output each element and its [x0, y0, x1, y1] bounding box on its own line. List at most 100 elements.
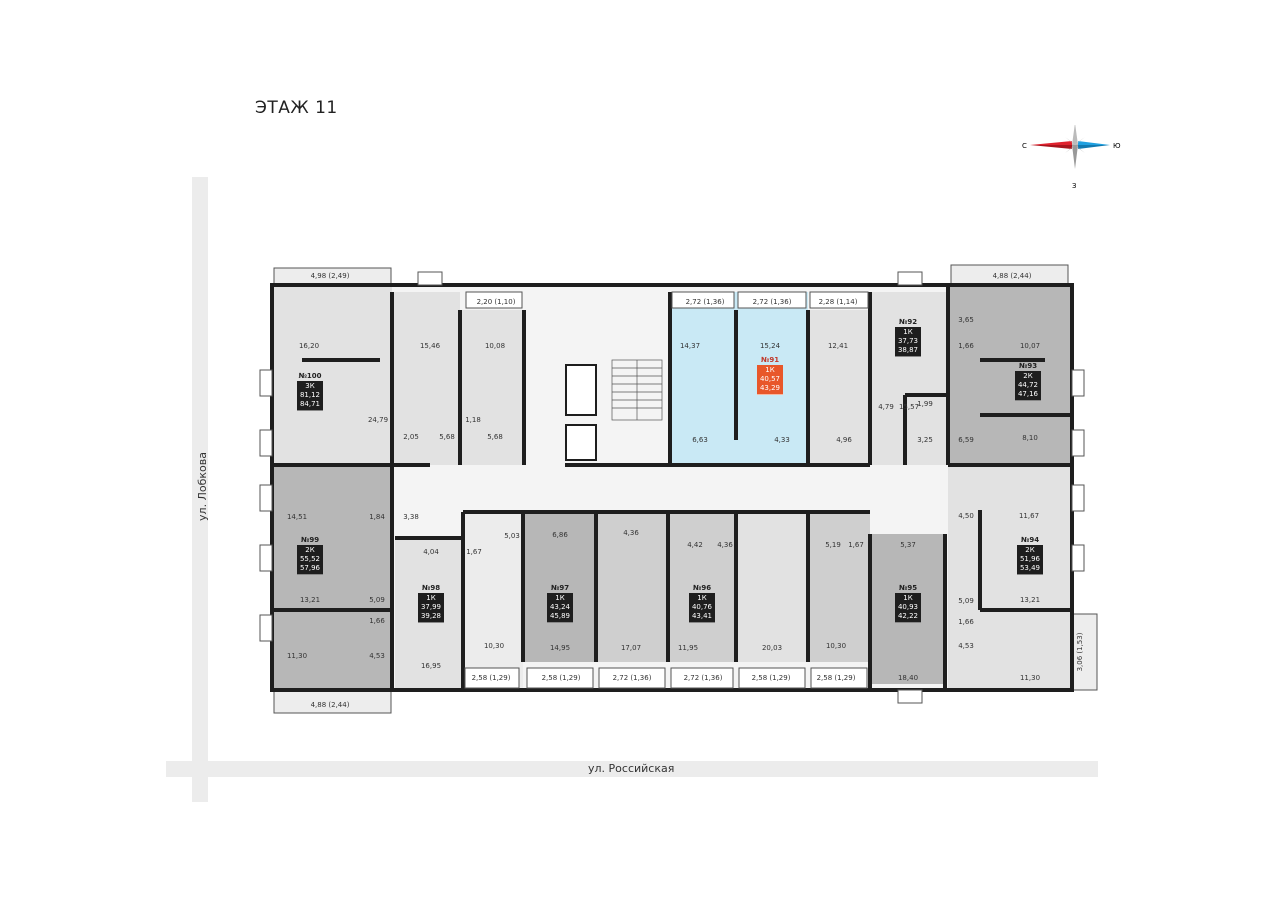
room-area-label: 14,95: [549, 644, 571, 652]
room-area-label: 5,19: [825, 541, 841, 549]
room-area-label: 4,88 (2,44): [310, 701, 350, 709]
compass-north-arrow: [1030, 141, 1072, 145]
room-area-label: 1,99: [917, 400, 933, 408]
street-left: [192, 177, 208, 802]
room-area-label: 4,42: [687, 541, 703, 549]
elevator-shaft-2: [565, 424, 597, 461]
room-area-label: 2,72 (1,36): [612, 674, 652, 682]
room-area-label: 15,24: [759, 342, 781, 350]
room-area-label: 1,67: [848, 541, 864, 549]
street-bottom: [166, 761, 1098, 777]
room-area-label: 12,41: [827, 342, 849, 350]
compass-rose: В С Ю З: [1022, 125, 1121, 190]
loggias-top: [465, 291, 869, 309]
room-area-label: 8,10: [1022, 434, 1038, 442]
room-area-label: 2,58 (1,29): [541, 674, 581, 682]
room-area-label: 2,58 (1,29): [751, 674, 791, 682]
room-area-label: 6,86: [552, 531, 568, 539]
room-area-label: 13,21: [1019, 596, 1041, 604]
apartment-94[interactable]: [948, 465, 1070, 688]
room-area-label: 1,84: [369, 513, 385, 521]
room-area-label: 3,65: [958, 316, 974, 324]
room-area-label: 4,96: [836, 436, 852, 444]
room-area-label: 4,36: [623, 529, 639, 537]
room-area-label: 3,25: [917, 436, 933, 444]
apartment-95[interactable]: [808, 512, 945, 684]
compass-west-label: З: [1072, 182, 1077, 190]
apartment-92[interactable]: [808, 292, 948, 465]
room-area-label: 4,88 (2,44): [992, 272, 1032, 280]
room-area-label: 2,72 (1,36): [683, 674, 723, 682]
room-area-label: 2,28 (1,14): [818, 298, 858, 306]
room-area-label: 15,57: [898, 403, 920, 411]
room-area-label: 10,07: [1019, 342, 1041, 350]
room-area-label: 3,38: [403, 513, 419, 521]
loggias-bottom: [464, 667, 868, 689]
compass-north-label: С: [1022, 142, 1027, 150]
stairs: [611, 359, 663, 421]
apartment-97[interactable]: [523, 512, 668, 662]
room-area-label: 2,20 (1,10): [476, 298, 516, 306]
room-area-label: 1,66: [369, 617, 385, 625]
room-area-label: 6,59: [958, 436, 974, 444]
compass-south-arrow: [1078, 141, 1110, 145]
compass-south-label: Ю: [1113, 142, 1121, 150]
room-area-label: 10,30: [483, 642, 505, 650]
room-area-label: 4,53: [958, 642, 974, 650]
room-area-label: 10,08: [484, 342, 506, 350]
room-area-label: 1,66: [958, 342, 974, 350]
apartment-99[interactable]: [272, 465, 392, 688]
room-area-label: 1,67: [466, 548, 482, 556]
room-area-label: 13,21: [299, 596, 321, 604]
room-area-label: 2,72 (1,36): [685, 298, 725, 306]
room-area-label: 2,58 (1,29): [471, 674, 511, 682]
room-area-label: 4,04: [423, 548, 439, 556]
room-area-label: 18,40: [897, 674, 919, 682]
apartment-96[interactable]: [668, 512, 808, 662]
room-area-label: 11,67: [1018, 512, 1040, 520]
room-area-label: 2,05: [403, 433, 419, 441]
room-area-label: 15,46: [419, 342, 441, 350]
room-area-label: 11,95: [677, 644, 699, 652]
room-area-label: 4,53: [369, 652, 385, 660]
apartment-100[interactable]: [272, 285, 524, 465]
room-area-label: 5,68: [439, 433, 455, 441]
room-area-label: 16,95: [420, 662, 442, 670]
apartment-91[interactable]: [670, 292, 808, 464]
room-area-label: 11,30: [286, 652, 308, 660]
windows: [259, 271, 1085, 704]
street-bottom-label: ул. Российская: [588, 762, 675, 775]
room-area-label: 10,30: [825, 642, 847, 650]
room-area-label: 4,98 (2,49): [310, 272, 350, 280]
room-area-label: 1,18: [465, 416, 481, 424]
room-area-label: 1,66: [958, 618, 974, 626]
room-area-label: 5,09: [369, 596, 385, 604]
apartment-98[interactable]: [395, 512, 523, 688]
floor-title: ЭТАЖ 11: [255, 98, 338, 118]
room-area-label: 14,37: [679, 342, 701, 350]
room-area-label: 16,20: [298, 342, 320, 350]
room-area-label: 24,79: [367, 416, 389, 424]
room-area-label: 11,30: [1019, 674, 1041, 682]
room-area-label: 5,03: [504, 532, 520, 540]
apartment-93[interactable]: [948, 285, 1070, 465]
room-area-label: 5,37: [900, 541, 916, 549]
room-area-label: 3,06 (1,53): [1076, 632, 1084, 672]
room-area-label: 6,63: [692, 436, 708, 444]
room-area-label: 17,07: [620, 644, 642, 652]
room-area-label: 20,03: [761, 644, 783, 652]
room-area-label: 2,58 (1,29): [816, 674, 856, 682]
room-area-label: 14,51: [286, 513, 308, 521]
elevator-shaft-1: [565, 364, 597, 416]
